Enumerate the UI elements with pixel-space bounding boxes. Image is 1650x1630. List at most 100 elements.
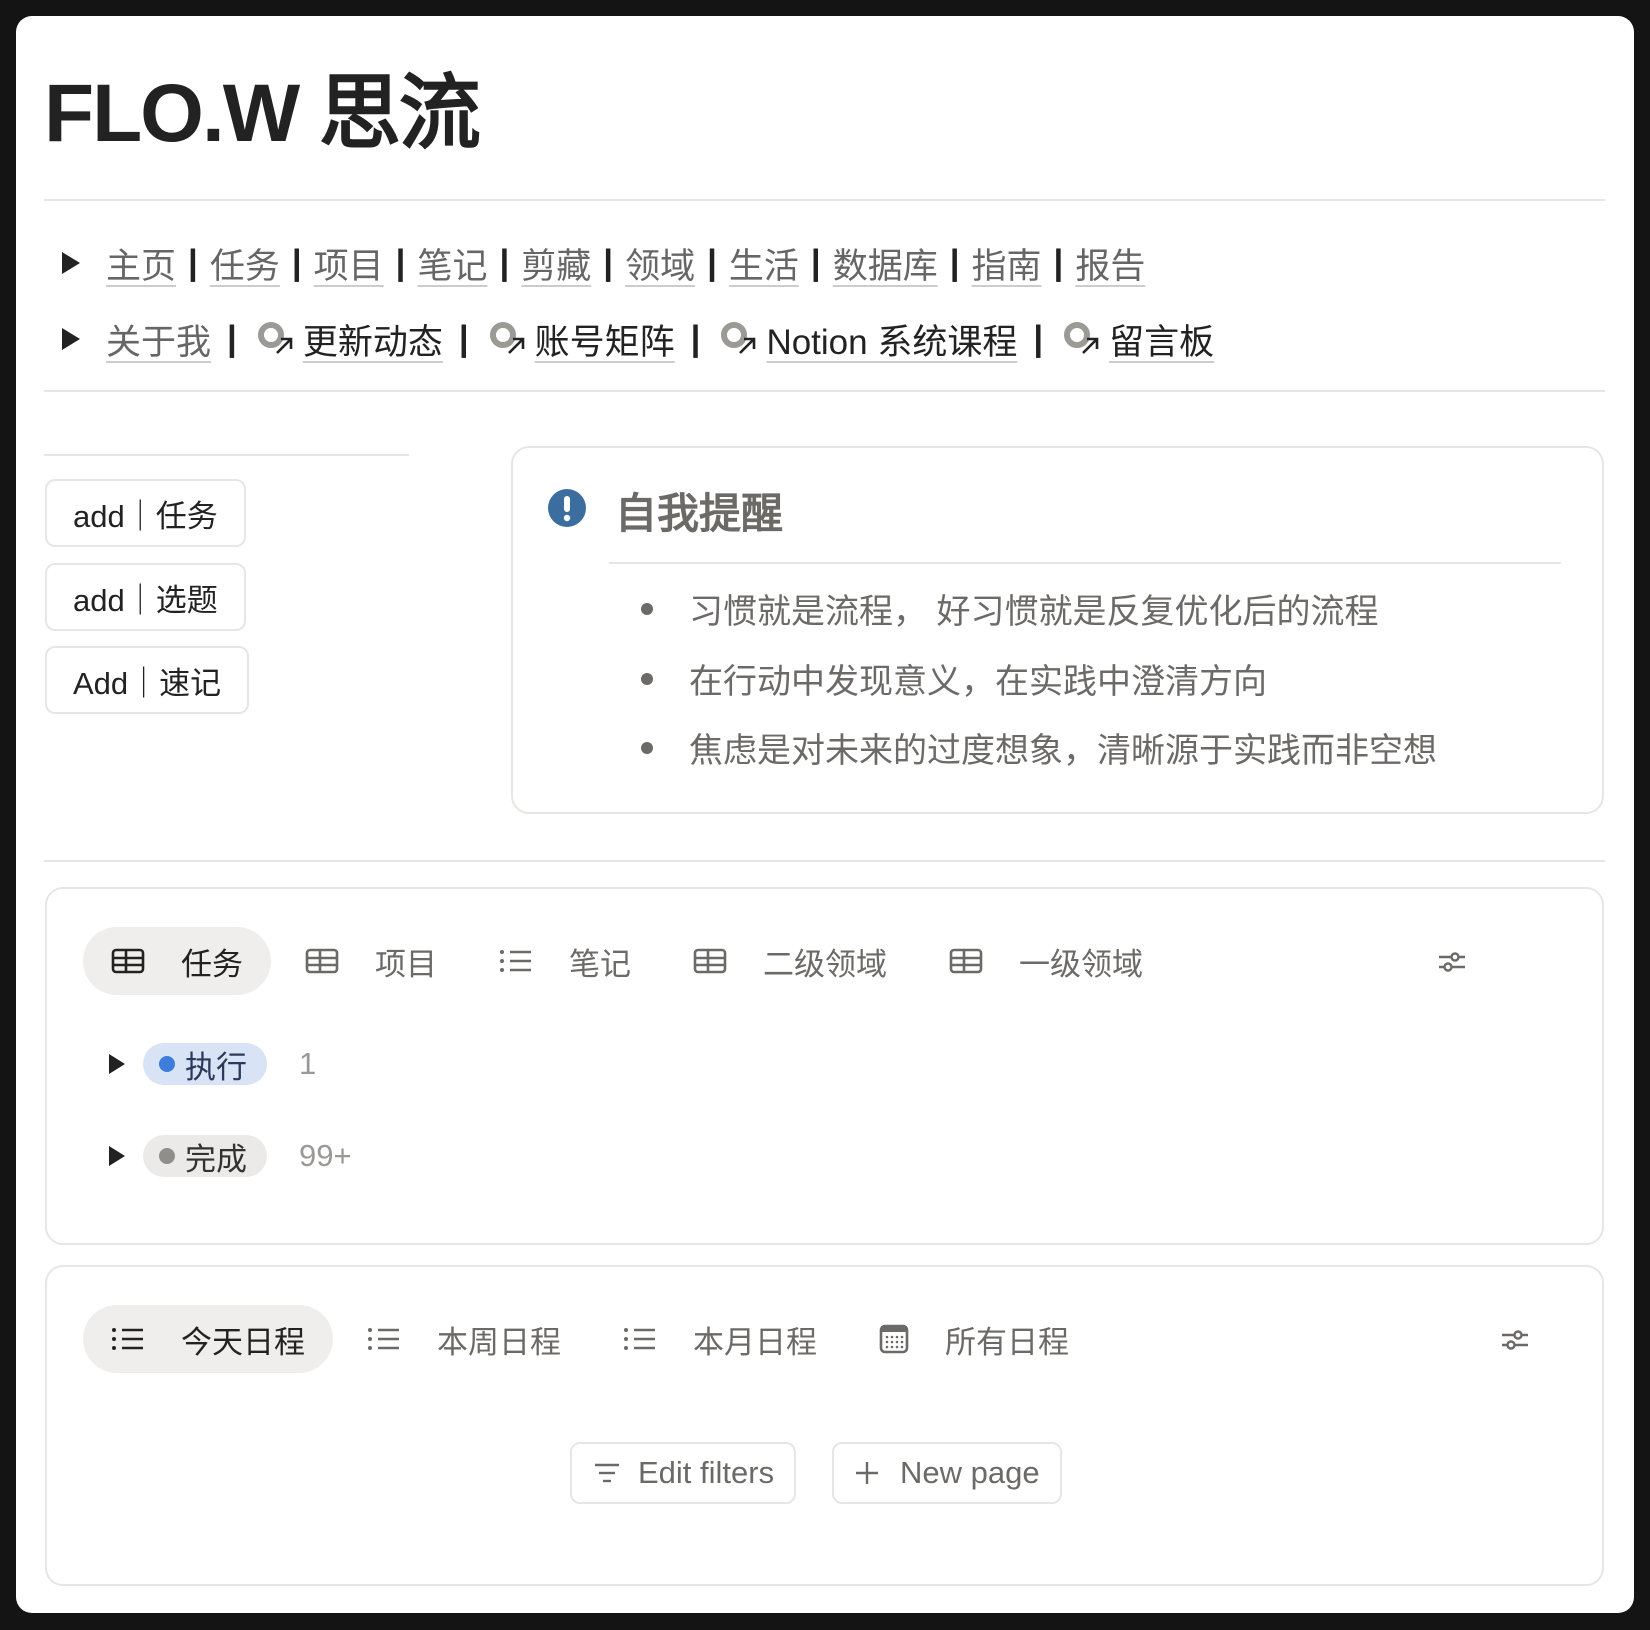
group-count: 1 bbox=[299, 1046, 317, 1081]
divider bbox=[44, 454, 409, 456]
tasks-database: 任务 项目 笔记 二级领域 一级领域 执行 1 完成 99+ bbox=[45, 887, 1604, 1245]
nav-separator: | bbox=[227, 319, 237, 358]
reminder-callout: 自我提醒 习惯就是流程， 好习惯就是反复优化后的流程 在行动中发现意义，在实践中… bbox=[511, 446, 1604, 814]
divider bbox=[609, 562, 1561, 564]
exclamation-circle-icon bbox=[548, 489, 586, 527]
list-item: 在行动中发现意义，在实践中澄清方向 bbox=[641, 654, 1267, 703]
add-quicknote-button[interactable]: Add｜速记 bbox=[45, 646, 250, 714]
nav-separator: | bbox=[949, 243, 960, 282]
toggle-triangle-icon[interactable] bbox=[62, 328, 80, 350]
list-icon bbox=[623, 1326, 675, 1352]
table-icon bbox=[693, 948, 745, 974]
link-mention-icon bbox=[1063, 321, 1103, 357]
list-icon bbox=[367, 1326, 419, 1352]
tab-label: 一级领域 bbox=[1019, 946, 1143, 982]
page-title: FLO.W 思流 bbox=[44, 68, 481, 159]
group-row[interactable]: 执行 1 bbox=[109, 1043, 316, 1085]
database-tabs: 任务 项目 笔记 二级领域 一级领域 bbox=[83, 927, 1177, 995]
nav-link[interactable]: 任务 bbox=[209, 246, 280, 286]
tab-label: 二级领域 bbox=[763, 946, 887, 982]
link-mention-icon bbox=[489, 321, 529, 357]
nav-link[interactable]: 项目 bbox=[313, 246, 384, 286]
status-label: 完成 bbox=[185, 1141, 247, 1177]
tab-项目[interactable]: 项目 bbox=[277, 927, 465, 995]
tab-label: 本月日程 bbox=[693, 1324, 817, 1360]
nav-link[interactable]: 指南 bbox=[971, 246, 1042, 286]
new-page-label: New page bbox=[900, 1455, 1040, 1490]
edit-filters-label: Edit filters bbox=[638, 1455, 775, 1490]
callout-title: 自我提醒 bbox=[615, 490, 784, 537]
table-icon bbox=[949, 948, 1001, 974]
status-badge: 执行 bbox=[143, 1043, 267, 1085]
nav-separator: | bbox=[603, 243, 614, 282]
toggle-triangle-icon[interactable] bbox=[109, 1146, 125, 1166]
filter-icon bbox=[595, 1463, 619, 1483]
list-icon bbox=[111, 1326, 163, 1352]
tab-label: 任务 bbox=[181, 946, 243, 982]
nav-separator: | bbox=[690, 319, 701, 358]
add-task-button[interactable]: add｜任务 bbox=[45, 479, 246, 547]
nav-separator: | bbox=[499, 243, 510, 282]
mention-link[interactable]: Notion 系统课程 bbox=[766, 322, 1018, 362]
toggle-triangle-icon[interactable] bbox=[62, 252, 80, 274]
mention-link[interactable]: 留言板 bbox=[1109, 322, 1215, 362]
list-item: 焦虑是对未来的过度想象，清晰源于实践而非空想 bbox=[641, 723, 1437, 772]
nav-link-about[interactable]: 关于我 bbox=[106, 322, 212, 362]
nav-link[interactable]: 报告 bbox=[1075, 246, 1146, 286]
list-item: 习惯就是流程， 好习惯就是反复优化后的流程 bbox=[641, 584, 1378, 633]
nav-link[interactable]: 生活 bbox=[728, 246, 799, 286]
database-tabs: 今天日程 本周日程 本月日程 所有日程 bbox=[83, 1305, 1103, 1373]
tab-今天日程[interactable]: 今天日程 bbox=[83, 1305, 333, 1373]
tab-一级领域[interactable]: 一级领域 bbox=[921, 927, 1171, 995]
toggle-triangle-icon[interactable] bbox=[109, 1054, 125, 1074]
status-badge: 完成 bbox=[143, 1135, 267, 1177]
nav-separator: | bbox=[395, 243, 406, 282]
divider bbox=[44, 860, 1605, 862]
group-count: 99+ bbox=[299, 1138, 352, 1173]
mention-link[interactable]: 更新动态 bbox=[302, 322, 443, 362]
status-label: 执行 bbox=[185, 1049, 247, 1085]
nav-separator: | bbox=[188, 243, 198, 282]
nav-link[interactable]: 数据库 bbox=[832, 246, 938, 286]
nav-link[interactable]: 剪藏 bbox=[521, 246, 592, 286]
settings-sliders-icon[interactable] bbox=[1437, 949, 1467, 975]
table-icon bbox=[305, 948, 357, 974]
nav-separator: | bbox=[291, 243, 302, 282]
status-dot-icon bbox=[159, 1148, 175, 1164]
calendar-icon bbox=[879, 1324, 927, 1354]
tab-label: 今天日程 bbox=[181, 1324, 305, 1360]
nav-row-main: 主页|任务|项目|笔记|剪藏|领域|生活|数据库|指南|报告 bbox=[62, 238, 1145, 288]
tab-label: 本周日程 bbox=[437, 1324, 561, 1360]
divider bbox=[44, 390, 1605, 392]
tab-所有日程[interactable]: 所有日程 bbox=[851, 1305, 1097, 1373]
link-mention-icon bbox=[257, 321, 297, 357]
tab-笔记[interactable]: 笔记 bbox=[471, 927, 659, 995]
table-icon bbox=[111, 948, 163, 974]
tab-本月日程[interactable]: 本月日程 bbox=[595, 1305, 845, 1373]
tab-label: 所有日程 bbox=[945, 1324, 1069, 1360]
nav-link[interactable]: 主页 bbox=[106, 246, 177, 286]
tab-label: 项目 bbox=[375, 946, 437, 982]
mention-link[interactable]: 账号矩阵 bbox=[534, 322, 675, 362]
nav-row-links: 关于我 | 更新动态 | 账号矩阵 | Notion 系统课程 | 留言板 bbox=[62, 314, 1214, 364]
nav-separator: | bbox=[810, 243, 821, 282]
tab-任务[interactable]: 任务 bbox=[83, 927, 271, 995]
divider bbox=[44, 199, 1605, 201]
nav-link[interactable]: 笔记 bbox=[417, 246, 488, 286]
nav-separator: | bbox=[1033, 319, 1044, 358]
tab-二级领域[interactable]: 二级领域 bbox=[665, 927, 915, 995]
nav-link[interactable]: 领域 bbox=[625, 246, 696, 286]
nav-separator: | bbox=[707, 243, 717, 282]
edit-filters-button[interactable]: Edit filters bbox=[570, 1442, 797, 1504]
schedule-database: 今天日程 本周日程 本月日程 所有日程 bbox=[45, 1265, 1604, 1586]
plus-icon bbox=[856, 1462, 878, 1484]
link-mention-icon bbox=[720, 321, 760, 357]
settings-sliders-icon[interactable] bbox=[1500, 1327, 1530, 1353]
new-page-button[interactable]: New page bbox=[832, 1442, 1062, 1504]
tab-本周日程[interactable]: 本周日程 bbox=[339, 1305, 589, 1373]
group-row[interactable]: 完成 99+ bbox=[109, 1135, 352, 1177]
add-topic-button[interactable]: add｜选题 bbox=[45, 563, 246, 631]
status-dot-icon bbox=[159, 1056, 175, 1072]
tab-label: 笔记 bbox=[569, 946, 631, 982]
nav-separator: | bbox=[458, 319, 469, 358]
